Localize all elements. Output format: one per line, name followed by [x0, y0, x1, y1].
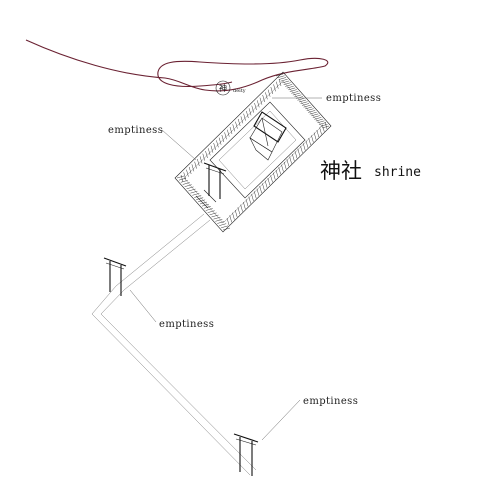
outer-fence: [174, 71, 332, 233]
approach-path: [91, 213, 257, 476]
fence-hatching: [176, 73, 330, 231]
torii-gate-3: [233, 433, 259, 476]
deity-marker: 神 deity: [215, 80, 246, 96]
shrine-kanji-title: 神社: [320, 159, 362, 183]
deity-kanji: 神: [219, 83, 227, 93]
leader-emptiness-2: [161, 129, 197, 161]
leader-emptiness-4: [261, 399, 301, 441]
outer-fence-inner: [183, 80, 323, 224]
label-emptiness-3: emptiness: [159, 319, 214, 330]
shrine-precinct: [174, 71, 332, 233]
inner-courtyard: [209, 101, 306, 199]
inner-courtyard-edge: [218, 110, 297, 190]
torii-gate-main: [203, 162, 227, 199]
torii-gate-2: [103, 257, 127, 296]
label-emptiness-4: emptiness: [303, 396, 358, 407]
deity-label: deity: [233, 88, 246, 94]
label-emptiness-1: emptiness: [326, 93, 381, 104]
sacred-thread: [25, 39, 329, 92]
leader-emptiness-3: [129, 289, 157, 323]
label-emptiness-2: emptiness: [108, 125, 163, 136]
shrine-title: shrine: [374, 165, 421, 180]
deity-circle: [215, 80, 231, 96]
shrine-building: [249, 111, 287, 161]
